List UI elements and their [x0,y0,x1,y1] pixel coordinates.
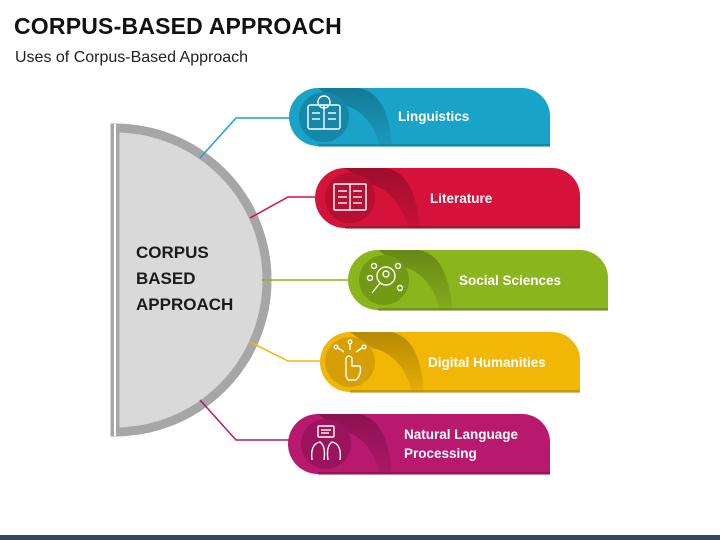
item-label-digital-humanities: Digital Humanities [428,355,546,370]
center-label-line-1: CORPUS [136,243,209,262]
item-label-nlp-line-2: Processing [404,446,477,461]
item-digital-humanities [320,332,580,393]
page-subtitle: Uses of Corpus-Based Approach [15,49,249,66]
chat-heads-icon [310,425,342,461]
connector-literature [249,196,322,219]
item-label-linguistics: Linguistics [398,109,470,124]
center-label-line-2: BASED [136,269,196,288]
item-label-social-sciences: Social Sciences [459,273,562,288]
item-literature [315,168,580,229]
page-title: CORPUS-BASED APPROACH [14,13,342,39]
item-label-nlp-line-1: Natural Language [404,427,519,442]
book-globe-icon [307,95,341,130]
item-linguistics [289,88,550,147]
connector-nlp [199,399,300,441]
open-book-icon [333,183,367,211]
connector-digital-humanities [249,341,320,362]
connector-linguistics [199,117,300,159]
touch-circuit-icon [333,339,367,381]
bottom-bar [0,535,720,540]
item-social-sciences [348,250,608,311]
item-label-literature: Literature [430,191,493,206]
item-label-nlp: Natural Language Processing [404,425,518,463]
network-search-icon [366,262,404,294]
item-nlp [288,414,550,475]
center-label: CORPUS BASED APPROACH [136,240,256,318]
center-semicircle [110,123,272,437]
center-label-line-3: APPROACH [136,295,234,314]
